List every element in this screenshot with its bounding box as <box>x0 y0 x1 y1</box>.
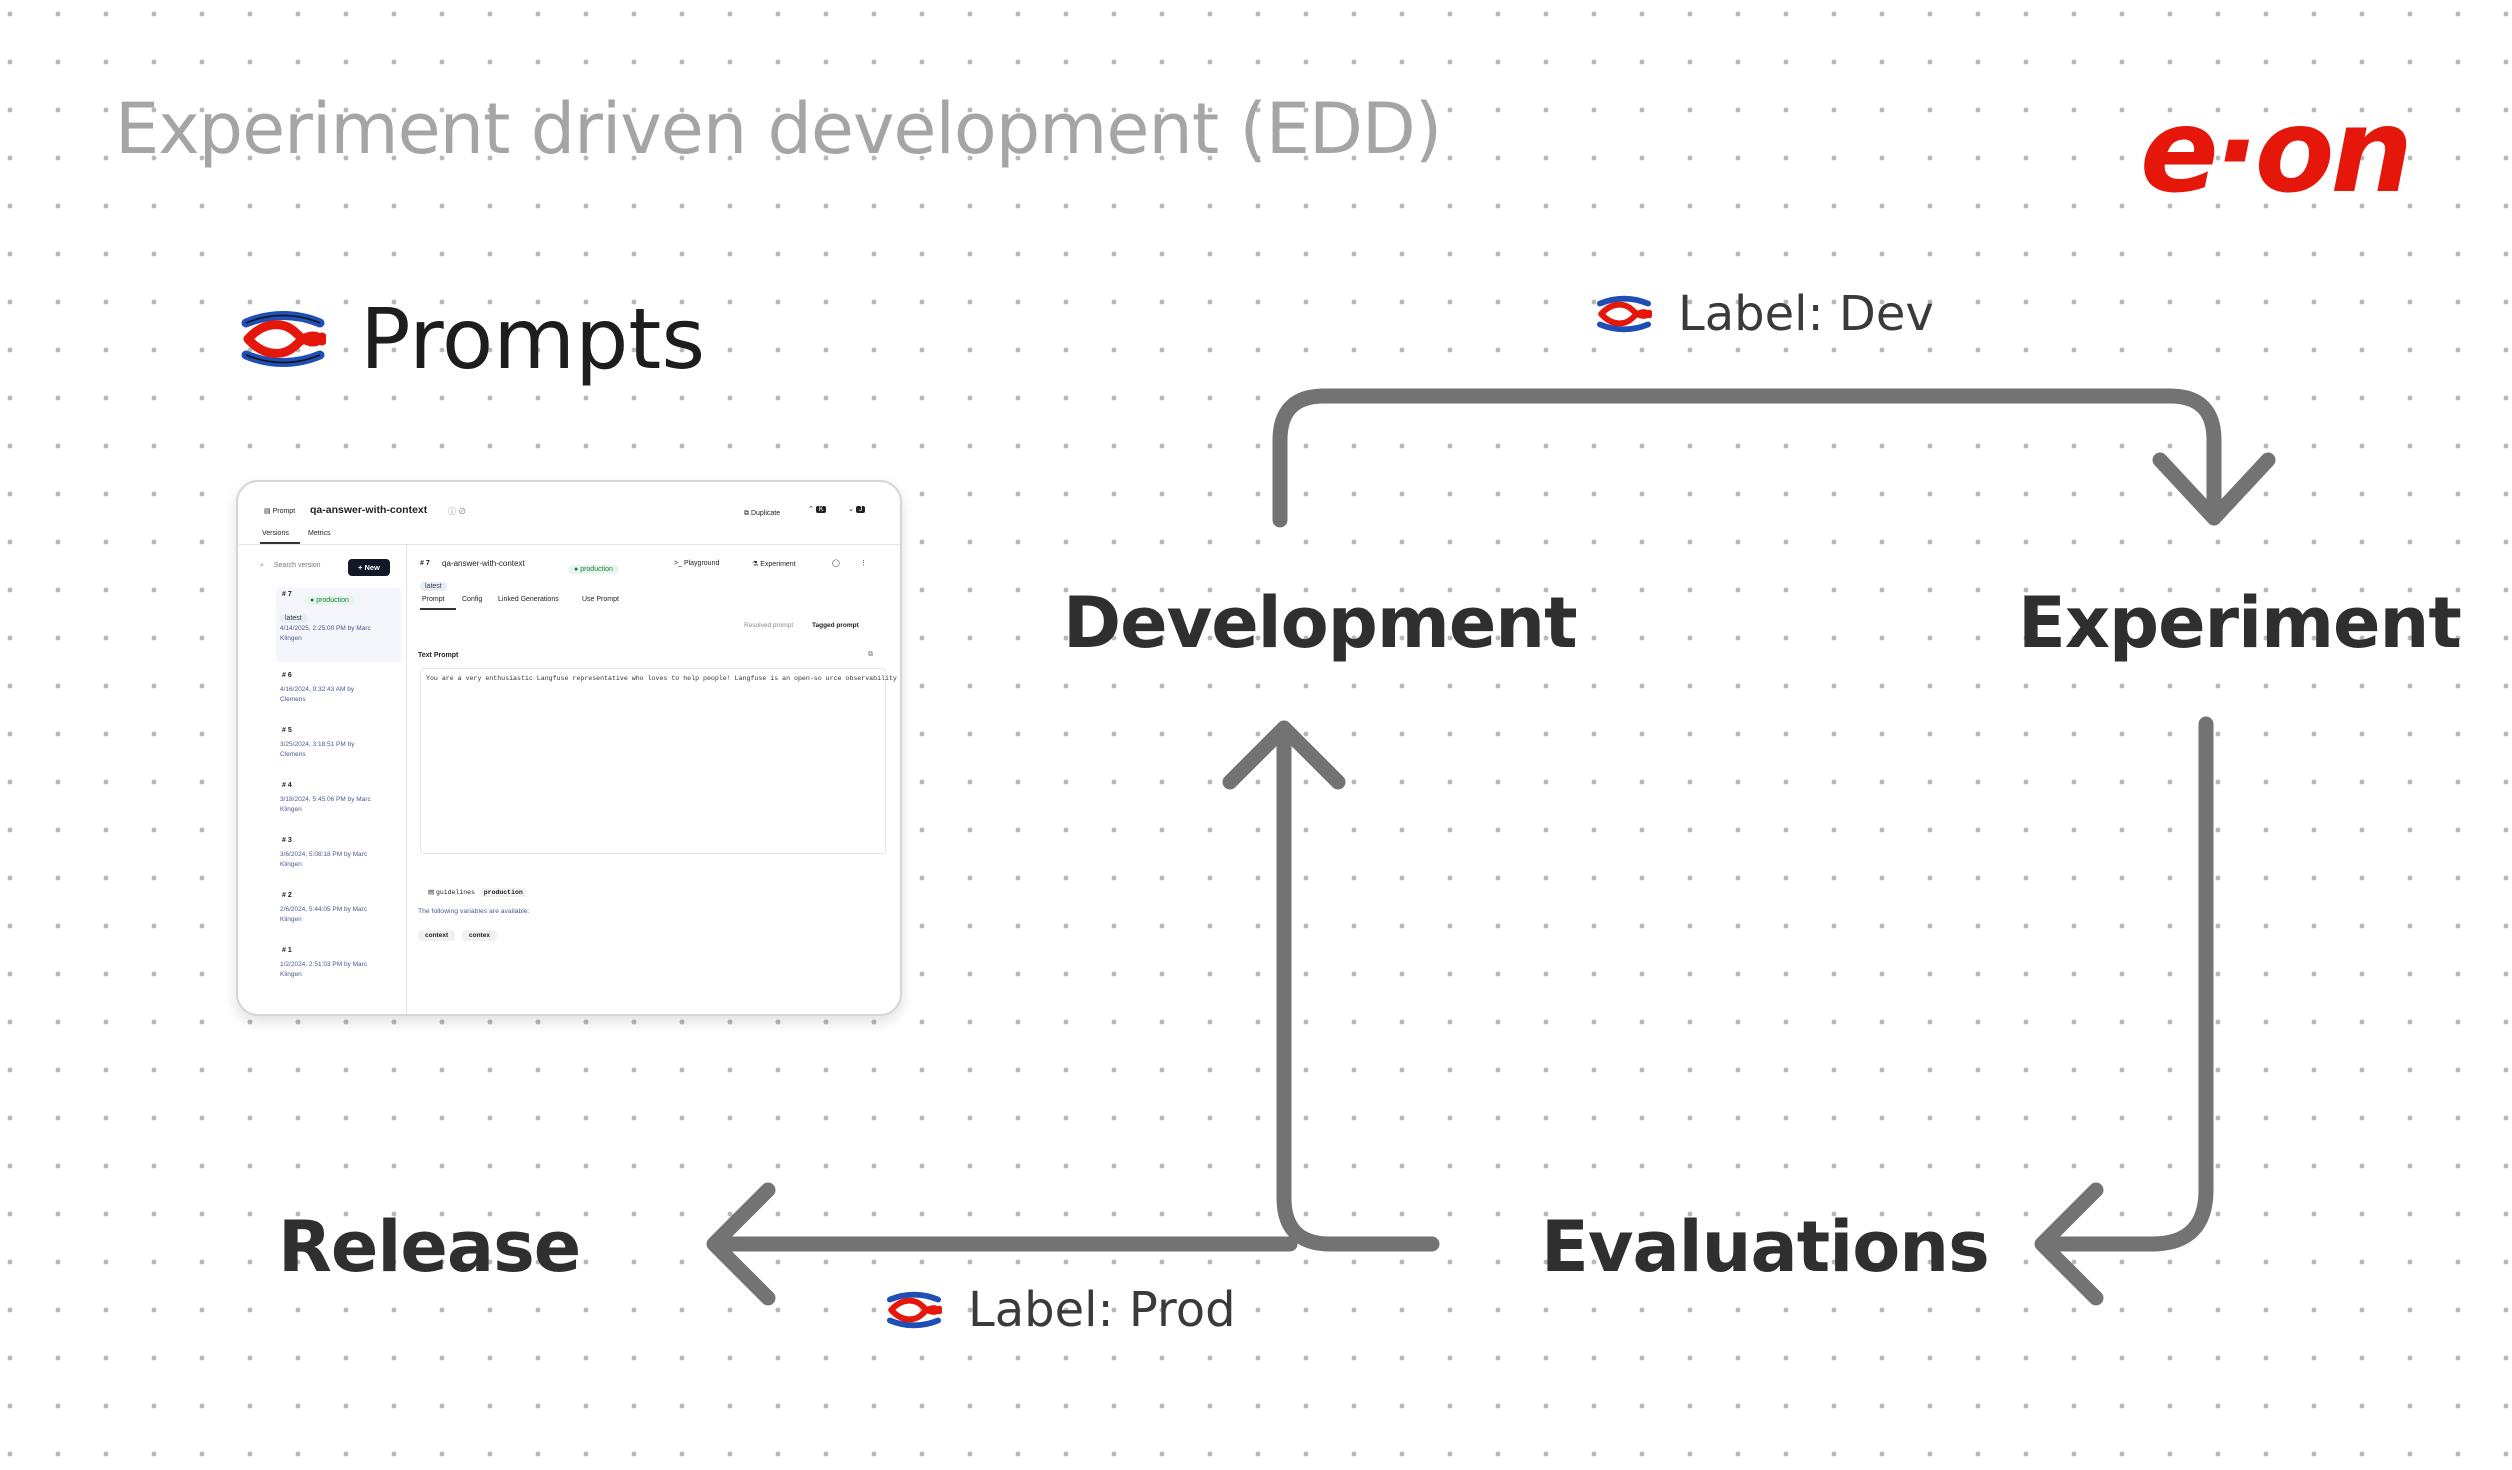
production-badge: ● production <box>568 565 619 574</box>
version-num: # 7 <box>282 591 292 598</box>
version-author: Clemens <box>280 696 306 703</box>
version-date: 2/6/2024, 5:44:05 PM by Marc <box>280 906 368 913</box>
guidelines-ref: ▤ guidelines production <box>428 888 526 897</box>
experiment-button[interactable]: ⚗ Experiment <box>752 561 796 568</box>
comment-icon[interactable]: ◯ <box>832 560 840 567</box>
detail-version-num: # 7 <box>420 560 430 567</box>
version-num[interactable]: # 5 <box>282 727 292 734</box>
version-num[interactable]: # 2 <box>282 892 292 899</box>
arrow-evaluations-to-development <box>1276 724 1440 1252</box>
file-icon: ▤ <box>264 508 271 515</box>
terminal-icon: >_ <box>674 560 684 567</box>
version-author: Klingen <box>280 806 302 813</box>
langfuse-logo-icon <box>1596 295 1652 333</box>
prompt-text-box <box>420 668 886 854</box>
breadcrumb: ▤ Prompt <box>264 507 295 515</box>
search-version-input[interactable]: ⌕ Search version <box>260 562 321 569</box>
tagged-prompt-toggle[interactable]: Tagged prompt <box>812 622 859 629</box>
tab-use-prompt[interactable]: Use Prompt <box>582 596 619 603</box>
copy-icon[interactable]: ⧉ <box>868 651 873 658</box>
prompt-title: qa-answer-with-context <box>310 504 428 516</box>
version-author: Klingen <box>280 635 302 642</box>
langfuse-logo-icon <box>241 311 326 367</box>
label-dev-text: Label: Dev <box>1678 286 1934 342</box>
eon-logo: e·on <box>2140 84 2413 219</box>
tab-config[interactable]: Config <box>462 596 483 603</box>
new-version-button[interactable]: + New <box>348 557 390 576</box>
version-num[interactable]: # 4 <box>282 782 292 789</box>
label-prod-text: Label: Prod <box>968 1282 1236 1338</box>
prompts-label: Prompts <box>360 290 706 388</box>
variable-chip: context <box>418 924 456 942</box>
prompt-body: You are a very enthusiastic Langfuse rep… <box>426 675 900 682</box>
version-date: 3/18/2024, 5:45:06 PM by Marc <box>280 796 371 803</box>
prompts-header: Prompts <box>240 290 705 388</box>
file-icon: ▤ <box>428 889 436 896</box>
prev-version-button[interactable]: ⌃ K <box>808 505 827 513</box>
arrowhead-evaluations <box>2034 1182 2104 1306</box>
detail-prompt-name: qa-answer-with-context <box>442 559 525 568</box>
stage-experiment: Experiment <box>2018 582 2462 664</box>
stage-development: Development <box>1063 582 1578 664</box>
arrow-dev-to-experiment <box>1272 388 2222 528</box>
variable-chip: contex <box>462 924 497 942</box>
version-author: Clemens <box>280 751 306 758</box>
version-author: Klingen <box>280 971 302 978</box>
copy-icon: ⧉ <box>744 510 751 517</box>
arrowhead-experiment <box>2152 452 2276 526</box>
tab-versions[interactable]: Versions <box>262 530 289 537</box>
duplicate-button[interactable]: ⧉ Duplicate <box>736 502 789 521</box>
playground-button[interactable]: >_ Playground <box>674 560 720 567</box>
latest-badge: latest <box>280 614 307 623</box>
version-num[interactable]: # 3 <box>282 837 292 844</box>
next-version-button[interactable]: ⌄ J <box>848 505 866 513</box>
stage-evaluations: Evaluations <box>1541 1206 1990 1288</box>
label-dev: Label: Dev <box>1596 286 1934 342</box>
stage-release: Release <box>278 1206 581 1288</box>
version-date: 4/14/2025, 2:25:00 PM by Marc <box>280 625 371 632</box>
arrow-experiment-to-evaluations <box>2040 716 2214 1252</box>
version-date: 3/6/2024, 5:08:18 PM by Marc <box>280 851 368 858</box>
version-num[interactable]: # 1 <box>282 947 292 954</box>
variables-label: The following variables are available: <box>418 908 530 915</box>
breadcrumb-prefix: Prompt <box>272 508 296 515</box>
label-prod: Label: Prod <box>886 1282 1236 1338</box>
info-icon: ⓘ ⊘ <box>448 507 467 516</box>
langfuse-screenshot: ▤ Prompt qa-answer-with-context ⓘ ⊘ ⧉ Du… <box>236 480 902 1016</box>
version-author: Klingen <box>280 861 302 868</box>
langfuse-logo-icon <box>886 1291 942 1329</box>
version-num[interactable]: # 6 <box>282 672 292 679</box>
version-date: 1/2/2024, 2:51:03 PM by Marc <box>280 961 368 968</box>
production-badge: ● production <box>304 596 355 605</box>
version-date: 3/25/2024, 3:18:51 PM by <box>280 741 355 748</box>
text-prompt-label: Text Prompt <box>418 652 459 659</box>
slide-title: Experiment driven development (EDD) <box>115 88 1442 170</box>
arrowhead-development <box>1222 720 1346 790</box>
flask-icon: ⚗ <box>752 561 761 568</box>
version-date: 4/16/2024, 9:32:43 AM by <box>280 686 355 693</box>
resolved-prompt-toggle[interactable]: Resolved prompt <box>744 622 794 629</box>
tab-linked-generations[interactable]: Linked Generations <box>498 596 559 603</box>
more-icon[interactable]: ⋮ <box>860 560 867 567</box>
latest-badge: latest <box>420 582 447 591</box>
search-icon: ⌕ <box>260 562 264 569</box>
arrowhead-release <box>706 1182 776 1306</box>
version-author: Klingen <box>280 916 302 923</box>
tab-prompt[interactable]: Prompt <box>422 596 445 603</box>
tab-metrics[interactable]: Metrics <box>308 530 331 537</box>
